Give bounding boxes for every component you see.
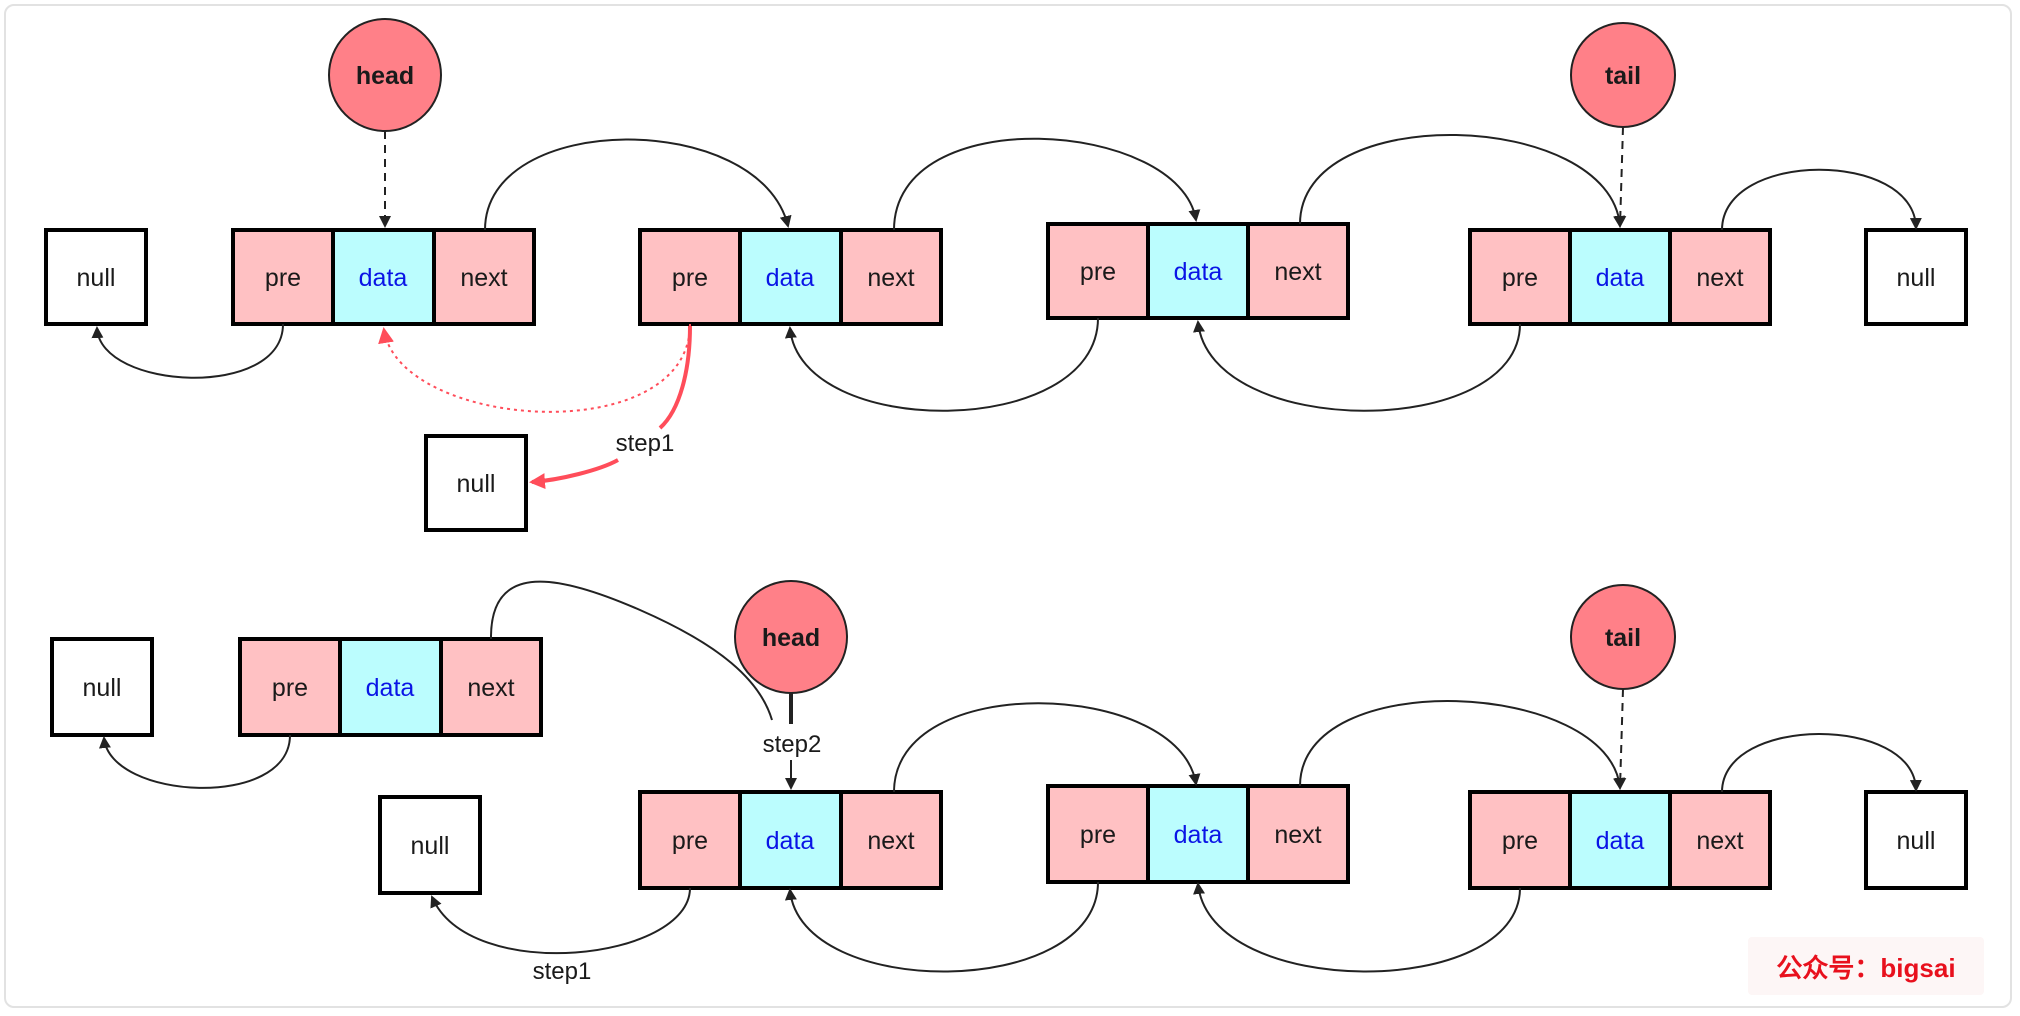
- next-arrow: [893, 702, 1201, 793]
- pre-cell: [1046, 784, 1150, 884]
- tail-pointer: tail: [1570, 22, 1676, 128]
- data-cell: [1146, 222, 1250, 320]
- next-label: next: [1696, 827, 1743, 855]
- next-cell: [1246, 784, 1350, 884]
- null-box-left: null: [50, 637, 154, 737]
- null-box-right: null: [1864, 228, 1968, 326]
- detached-next-arrow: [489, 580, 773, 721]
- pre-arrow: [1193, 320, 1521, 412]
- pre-label: pre: [672, 827, 708, 855]
- data-label: data: [1174, 258, 1223, 286]
- list-node-2: pre data next: [638, 228, 943, 326]
- next-arrow: [1299, 134, 1626, 228]
- pre-label: pre: [272, 674, 308, 702]
- pre-label: pre: [1080, 258, 1116, 286]
- next-cell: [439, 637, 543, 737]
- null-label: null: [1897, 827, 1936, 855]
- next-cell: [839, 790, 943, 890]
- pre-label: pre: [1080, 821, 1116, 849]
- pre-cell: [638, 790, 742, 890]
- data-label: data: [366, 674, 415, 702]
- tail-arrow: [1614, 688, 1627, 790]
- next-label: next: [867, 827, 914, 855]
- step2-label: step2: [763, 731, 822, 758]
- list-node-2-bottom: pre data next: [638, 790, 943, 890]
- next-cell: [1246, 222, 1350, 320]
- data-label: data: [1596, 264, 1645, 292]
- next-arrow: [484, 138, 792, 231]
- step1-arrow-upper: [658, 325, 692, 430]
- next-label: next: [1274, 821, 1321, 849]
- tail-label: tail: [1605, 624, 1641, 652]
- next-arrow: [1299, 700, 1626, 790]
- next-label: next: [1696, 264, 1743, 292]
- pre-label: pre: [1502, 827, 1538, 855]
- next-cell: [1668, 790, 1772, 890]
- next-cell: [1668, 228, 1772, 326]
- step1-arrow: [430, 887, 691, 955]
- pre-arrow: [784, 317, 1099, 412]
- next-label: next: [1274, 258, 1321, 286]
- step1-label: step1: [533, 958, 592, 985]
- list-node-4-bottom: pre data next: [1468, 790, 1772, 890]
- data-label: data: [1596, 827, 1645, 855]
- pre-arrow: [1193, 882, 1521, 973]
- next-label: next: [460, 264, 507, 292]
- next-label: next: [867, 264, 914, 292]
- pre-arrow: [91, 323, 284, 379]
- null-label: null: [1897, 264, 1936, 292]
- list-node-1: pre data next: [231, 228, 536, 326]
- pre-label: pre: [1502, 264, 1538, 292]
- removed-pre-arrow: [378, 323, 691, 413]
- null-box-step1: null: [424, 434, 528, 532]
- null-box-middle: null: [378, 795, 482, 895]
- pre-arrow: [99, 734, 291, 789]
- step1-label: step1: [616, 430, 675, 457]
- next-arrow: [1721, 168, 1922, 231]
- head-pointer: head: [734, 580, 848, 694]
- step1-arrow-lower: [529, 458, 619, 490]
- next-arrow: [893, 137, 1201, 231]
- pre-arrow: [784, 881, 1099, 973]
- null-box-right: null: [1864, 790, 1968, 890]
- pre-label: pre: [672, 264, 708, 292]
- tail-label: tail: [1605, 62, 1641, 90]
- tail-pointer: tail: [1570, 584, 1676, 690]
- null-label: null: [77, 264, 116, 292]
- next-cell: [839, 228, 943, 326]
- null-box-left: null: [44, 228, 148, 326]
- detached-node: pre data next: [238, 637, 543, 737]
- pre-cell: [238, 637, 342, 737]
- list-node-3: pre data next: [1046, 222, 1350, 320]
- next-label: next: [467, 674, 514, 702]
- null-label: null: [411, 832, 450, 860]
- data-label: data: [766, 264, 815, 292]
- null-label: null: [83, 674, 122, 702]
- data-label: data: [359, 264, 408, 292]
- list-node-4: pre data next: [1468, 228, 1772, 326]
- pre-label: pre: [265, 264, 301, 292]
- null-label: null: [457, 470, 496, 498]
- next-arrow: [1721, 733, 1922, 793]
- data-label: data: [766, 827, 815, 855]
- head-pointer: head: [328, 18, 442, 132]
- pre-cell: [1468, 790, 1572, 890]
- list-node-3-bottom: pre data next: [1046, 784, 1350, 884]
- data-label: data: [1174, 821, 1223, 849]
- watermark: 公众号：bigsai: [1748, 937, 1984, 995]
- pre-cell: [1468, 228, 1572, 326]
- data-cell: [1568, 228, 1672, 326]
- data-cell: [738, 228, 843, 326]
- tail-arrow: [1614, 126, 1627, 228]
- head-label: head: [356, 62, 414, 90]
- data-cell: [738, 790, 843, 890]
- head-label: head: [762, 624, 820, 652]
- pre-cell: [638, 228, 742, 326]
